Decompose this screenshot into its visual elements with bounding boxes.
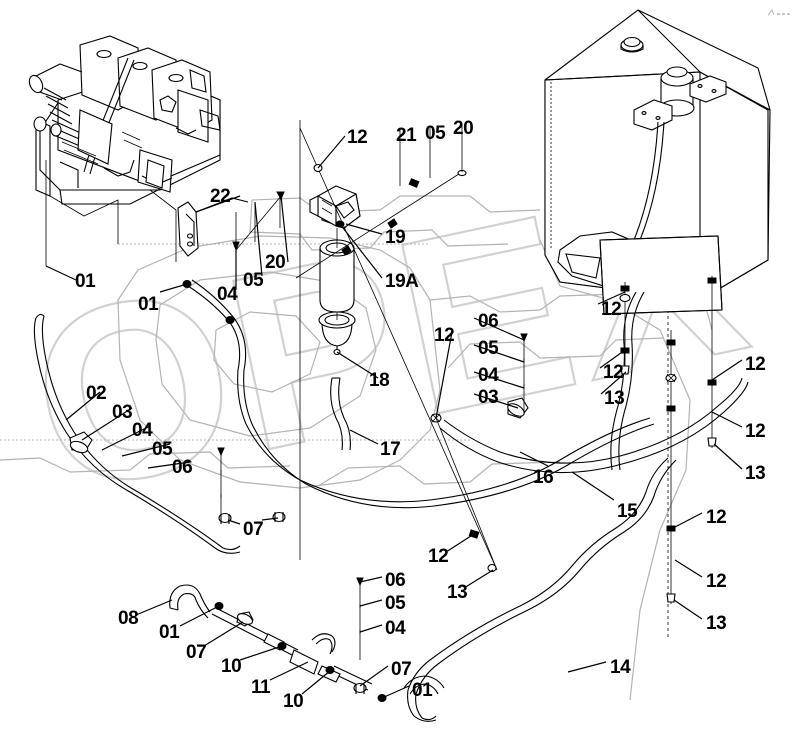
callout-label-06: 06 bbox=[172, 457, 193, 478]
callout-label-07: 07 bbox=[186, 642, 207, 663]
callout-label-12: 12 bbox=[428, 546, 449, 567]
callout-label-04: 04 bbox=[217, 284, 238, 305]
callout-label-10: 10 bbox=[221, 656, 242, 677]
callout-label-19: 19 bbox=[385, 227, 406, 248]
callout-label-12: 12 bbox=[745, 421, 766, 442]
engine-mount-lines bbox=[45, 160, 177, 266]
callout-label-03: 03 bbox=[478, 387, 499, 408]
callout-label-12: 12 bbox=[347, 127, 368, 148]
callout-label-01: 01 bbox=[75, 271, 96, 292]
fuel-filter-assembly bbox=[309, 185, 361, 451]
corner-artifact-icon bbox=[767, 9, 790, 16]
callout-label-04: 04 bbox=[132, 420, 153, 441]
callout-label-18: 18 bbox=[369, 370, 390, 391]
callout-label-01: 01 bbox=[159, 622, 180, 643]
callout-label-05: 05 bbox=[478, 338, 499, 359]
callout-label-12: 12 bbox=[745, 354, 766, 375]
callout-label-13: 13 bbox=[604, 388, 625, 409]
fuel-lines bbox=[33, 279, 749, 722]
callout-label-08: 08 bbox=[118, 608, 139, 629]
clamps-and-fittings bbox=[69, 124, 717, 702]
callout-label-02: 02 bbox=[86, 383, 107, 404]
callout-label-06: 06 bbox=[478, 311, 499, 332]
callout-label-03: 03 bbox=[112, 402, 133, 423]
callout-label-20: 20 bbox=[265, 252, 286, 273]
callout-label-12: 12 bbox=[601, 299, 622, 320]
callout-label-04: 04 bbox=[478, 365, 499, 386]
fuel-tank bbox=[544, 9, 771, 315]
leader-lines bbox=[45, 135, 743, 699]
callout-label-12: 12 bbox=[434, 325, 455, 346]
callout-label-19A: 19A bbox=[385, 271, 419, 292]
callout-label-04: 04 bbox=[385, 618, 406, 639]
callout-label-01: 01 bbox=[138, 294, 159, 315]
callout-label-20: 20 bbox=[453, 118, 474, 139]
callout-label-10: 10 bbox=[283, 691, 304, 712]
callout-label-16: 16 bbox=[533, 467, 554, 488]
callout-label-05: 05 bbox=[152, 439, 173, 460]
callout-label-07: 07 bbox=[391, 659, 412, 680]
callout-label-13: 13 bbox=[447, 582, 468, 603]
fastener-stack-a bbox=[619, 282, 631, 375]
callout-label-21: 21 bbox=[396, 125, 417, 146]
callout-label-12: 12 bbox=[706, 507, 727, 528]
callout-label-17: 17 bbox=[380, 439, 401, 460]
callout-label-13: 13 bbox=[706, 613, 727, 634]
callout-label-05: 05 bbox=[385, 593, 406, 614]
engine-assembly bbox=[28, 35, 221, 205]
callout-label-05: 05 bbox=[243, 270, 264, 291]
callout-label-05: 05 bbox=[425, 123, 446, 144]
callout-label-12: 12 bbox=[603, 362, 624, 383]
callout-label-12: 12 bbox=[706, 571, 727, 592]
fastener-stack-c bbox=[665, 330, 677, 604]
callout-label-15: 15 bbox=[617, 501, 638, 522]
callout-label-13: 13 bbox=[745, 463, 766, 484]
callout-label-01: 01 bbox=[412, 680, 433, 701]
callout-label-11: 11 bbox=[251, 677, 271, 698]
callout-label-22: 22 bbox=[210, 186, 231, 207]
callout-label-06: 06 bbox=[385, 570, 406, 591]
callout-label-07: 07 bbox=[243, 519, 264, 540]
callout-label-14: 14 bbox=[610, 657, 631, 678]
